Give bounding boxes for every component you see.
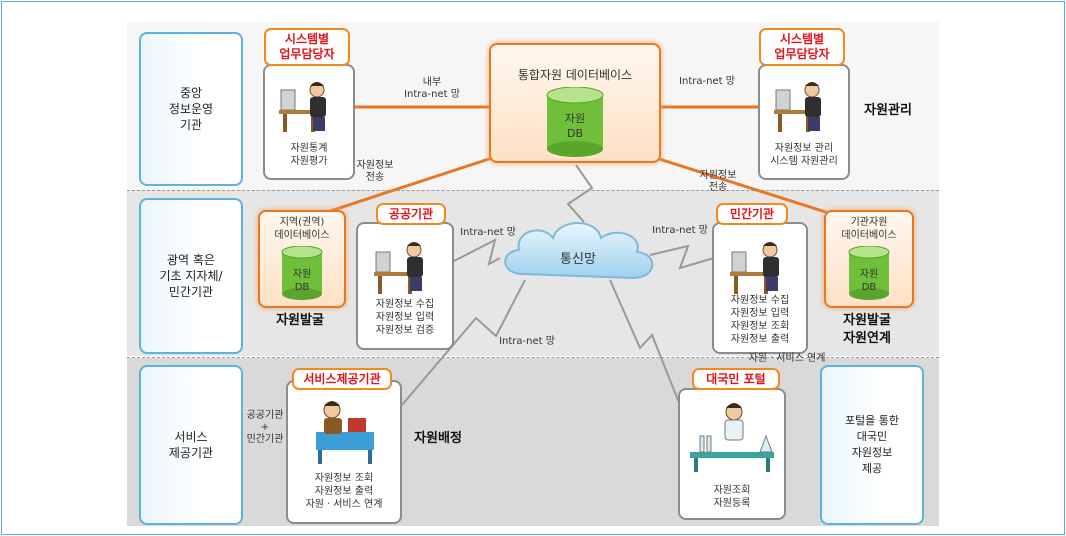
service-provider-card: 자원정보 조회 자원정보 출력 자원ㆍ서비스 연계 [286, 380, 402, 524]
orange-link [652, 155, 836, 217]
zigzag-link [566, 164, 594, 223]
tag-top-left-worker: 시스템별 업무담당자 [264, 28, 350, 66]
office-worker-icon [730, 242, 779, 294]
central-db-title: 통합자원 데이터베이스 [517, 68, 633, 82]
tag-top-right-worker: 시스템별 업무담당자 [759, 28, 845, 66]
portal-caption: 자원조회 자원등록 [713, 485, 751, 509]
portal-researcher-icon [690, 403, 774, 472]
central-database-box: 통합자원 데이터베이스 자원 DB [489, 43, 661, 163]
tag-portal: 대국민 포털 [692, 368, 780, 390]
public-org-caption: 자원정보 수집 자원정보 입력 자원정보 검증 [375, 299, 435, 336]
link-label-intranet: Intra-net 망 [679, 76, 735, 87]
database-cylinder-icon [281, 246, 323, 300]
regional-db-title: 지역(권역) 데이터베이스 [274, 217, 330, 241]
top-left-caption: 자원통계 자원평가 [290, 143, 328, 167]
orange-link [317, 155, 496, 217]
database-cylinder-icon [546, 87, 604, 157]
link-label-internal: 내부 Intra-net 망 [404, 77, 460, 100]
link-label-intranet: Intra-net 망 [499, 336, 555, 347]
row-separator [127, 190, 939, 191]
link-label-intranet: Intra-net 망 [652, 225, 708, 236]
link-label-intranet: Intra-net 망 [460, 227, 516, 238]
zigzag-link [649, 244, 715, 270]
link-label-transfer: 자원정보 전송 [356, 160, 394, 183]
org-db-cylinder-label: 자원 DB [859, 269, 879, 293]
label-resource-allocation: 자원배정 [414, 431, 462, 446]
zigzag-link [609, 279, 681, 406]
zigzag-link [401, 279, 526, 406]
portal-card: 자원조회 자원등록 [678, 388, 786, 520]
database-cylinder-icon [848, 246, 890, 300]
label-resource-service-link: 자원ㆍ서비스 연계 [748, 353, 826, 364]
label-resource-management: 자원관리 [864, 103, 912, 118]
private-org-caption: 자원정보 수집 자원정보 입력 자원정보 조회 자원정보 출력 [730, 295, 790, 345]
regional-db-cylinder-label: 자원 DB [292, 269, 312, 293]
tag-service-provider: 서비스제공기관 [292, 368, 392, 390]
central-db-cylinder-label: 자원 DB [564, 112, 586, 140]
office-worker-icon [279, 82, 326, 132]
tag-public-org: 공공기관 [376, 203, 446, 225]
service-worker-icon [316, 401, 374, 464]
label-resource-discovery: 자원발굴 [276, 313, 324, 328]
portal-info-box: 포털을 통한 대국민 자원정보 제공 [820, 365, 924, 525]
private-org-card: 자원정보 수집 자원정보 입력 자원정보 조회 자원정보 출력 [712, 222, 808, 354]
public-org-card: 자원정보 수집 자원정보 입력 자원정보 검증 [356, 222, 454, 350]
link-label-transfer: 자원정보 전송 [699, 170, 737, 193]
label-resource-discovery-link: 자원발굴 자원연계 [843, 313, 891, 346]
office-worker-icon [374, 242, 423, 294]
row-label-regional: 광역 혹은 기초 지자체/ 민간기관 [139, 198, 243, 354]
top-right-caption: 자원정보 관리 시스템 자원관리 [770, 143, 838, 167]
service-provider-caption: 자원정보 조회 자원정보 출력 자원ㆍ서비스 연계 [305, 473, 383, 510]
row-label-service: 서비스 제공기관 [139, 365, 243, 525]
network-cloud-icon [504, 222, 654, 280]
row-label-central: 중앙 정보운영 기관 [139, 32, 243, 186]
regional-database-box: 지역(권역) 데이터베이스 자원 DB [258, 210, 346, 308]
org-database-box: 기관자원 데이터베이스 자원 DB [824, 210, 914, 308]
network-label: 통신망 [560, 252, 596, 267]
tag-private-org: 민간기관 [716, 203, 788, 225]
worker-card-top-right: 자원정보 관리 시스템 자원관리 [758, 64, 850, 180]
band-service [127, 358, 939, 526]
worker-card-top-left: 자원통계 자원평가 [263, 64, 355, 180]
zigzag-link [451, 238, 501, 266]
office-worker-icon [774, 82, 821, 132]
label-public-plus-private: 공공기관 + 민간기관 [246, 410, 284, 445]
row-separator [127, 357, 939, 358]
org-db-title: 기관자원 데이터베이스 [841, 217, 897, 241]
